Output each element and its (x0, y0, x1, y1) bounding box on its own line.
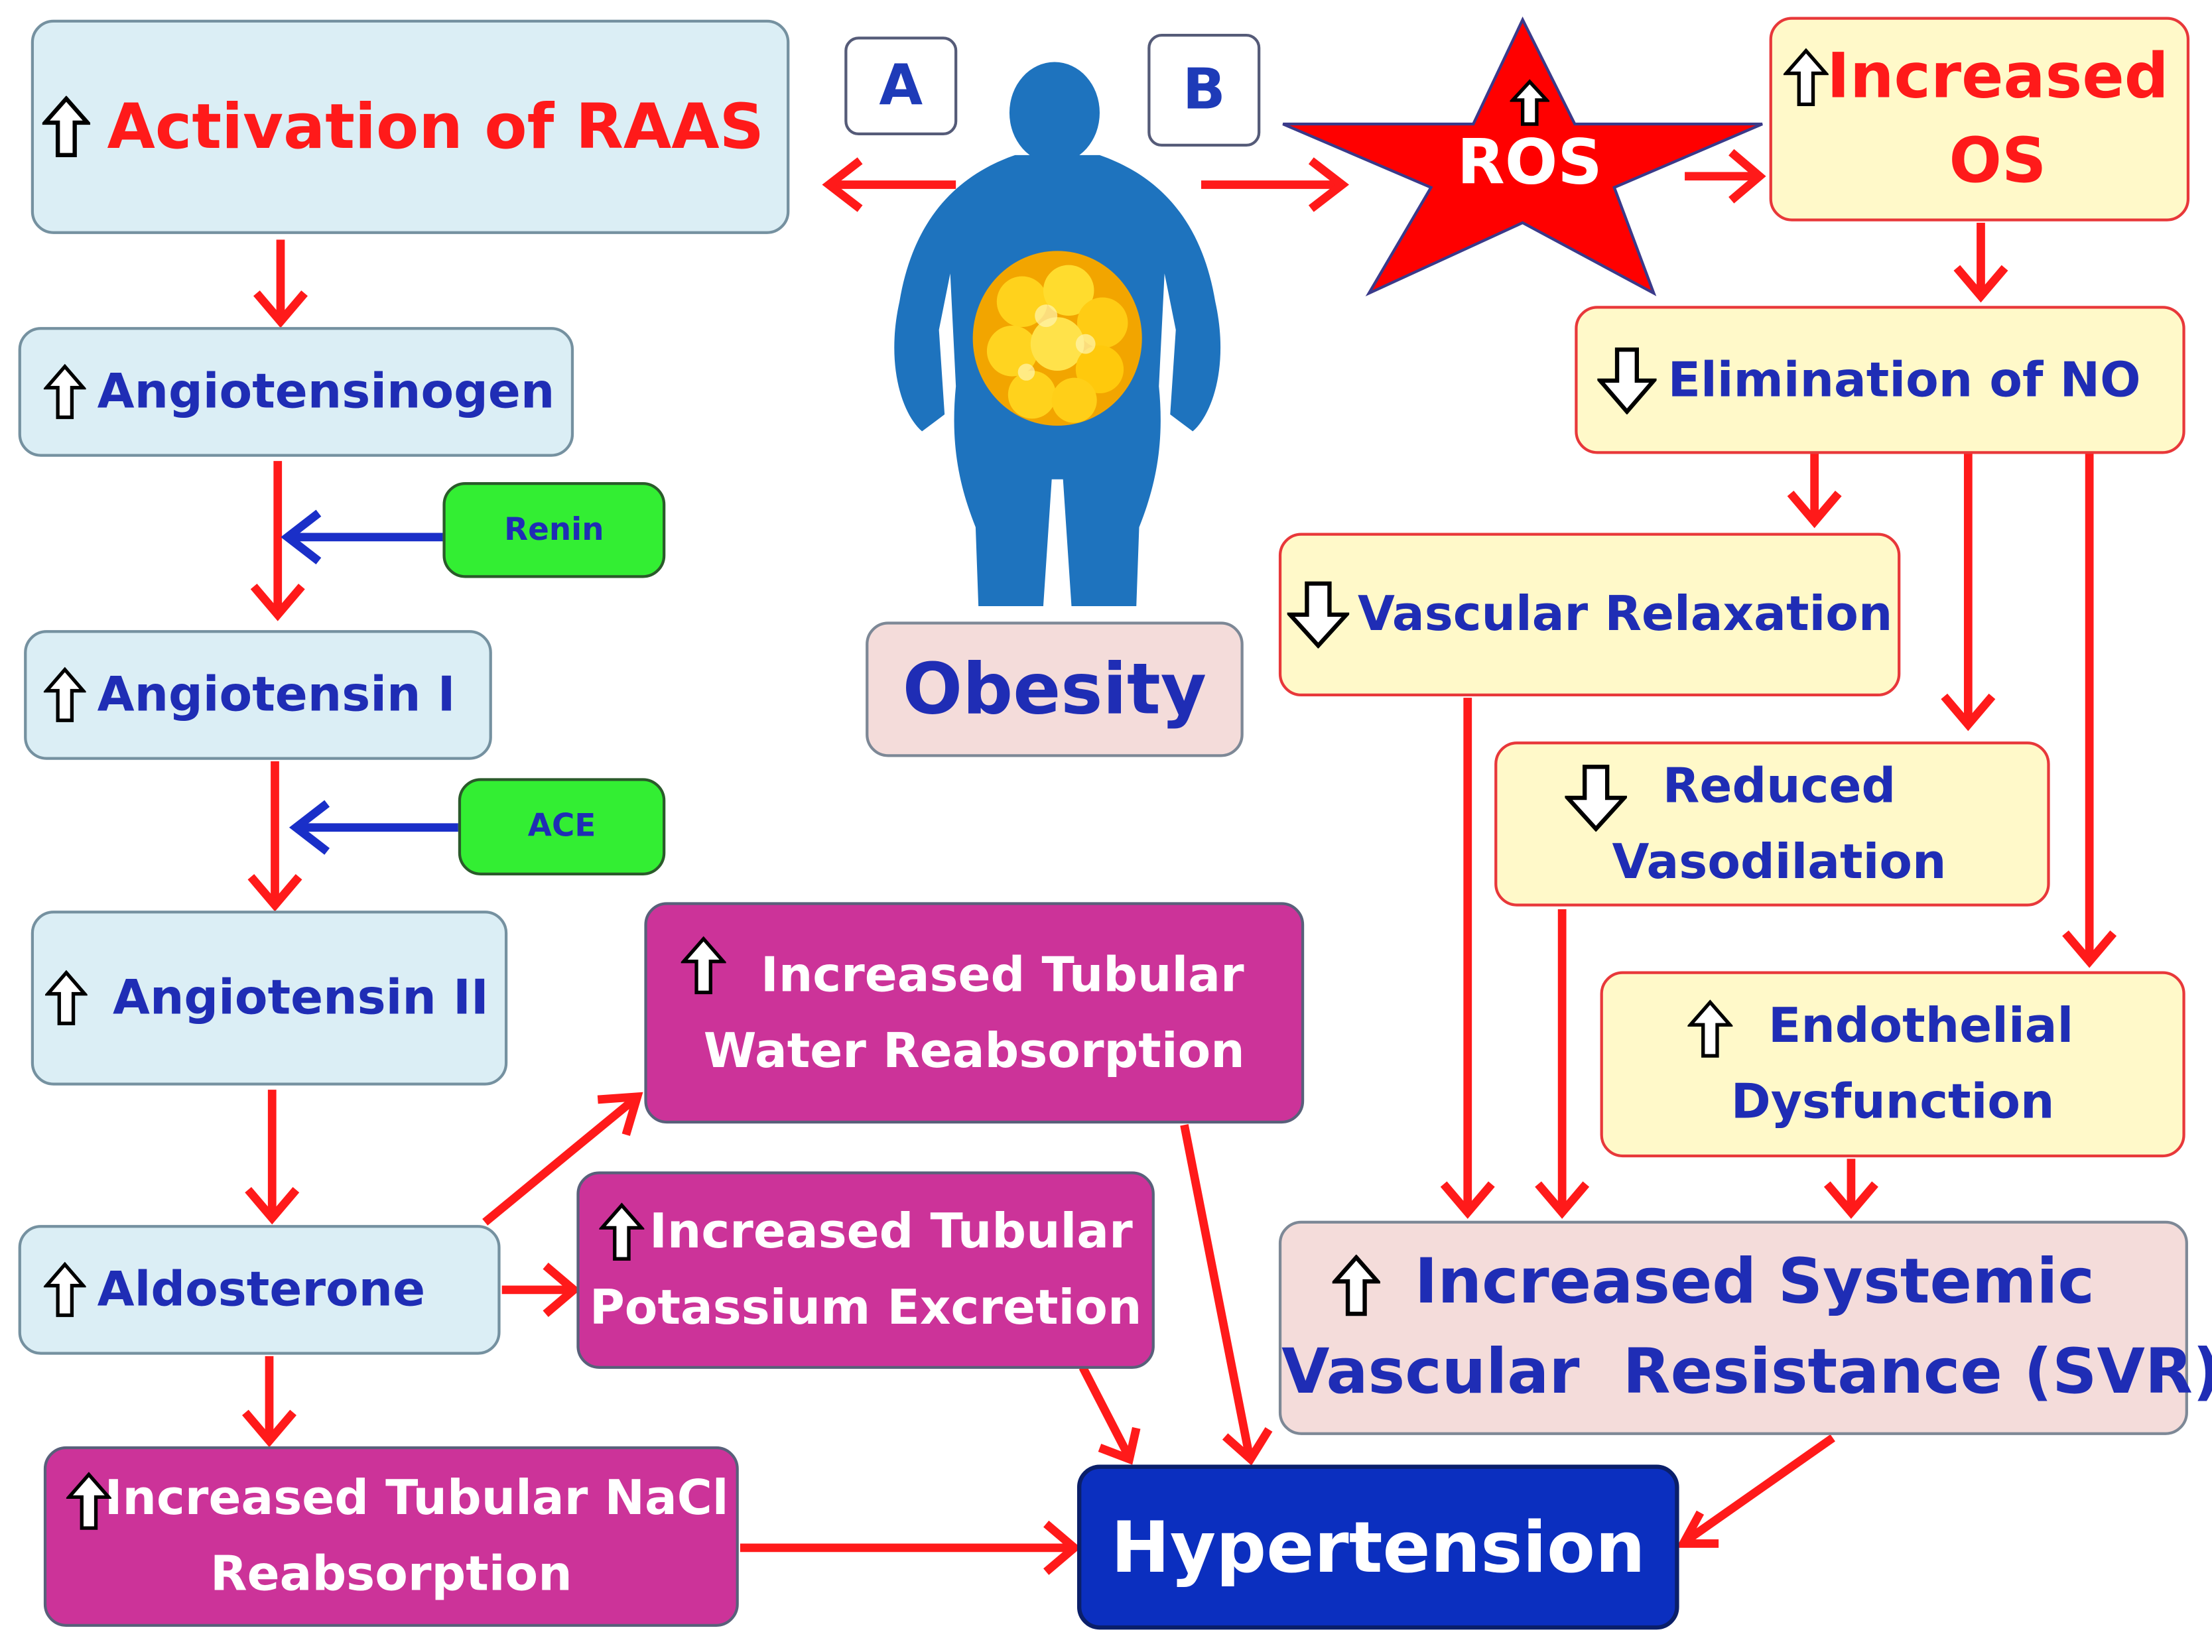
obese-person-icon (894, 62, 1221, 607)
ace-label: ACE (527, 809, 596, 845)
aldosterone-box: Aldosterone (18, 1225, 501, 1355)
nacl-reabsorption-box: Increased Tubular NaCl Reabsorption (43, 1446, 739, 1627)
to-hypertension-arrows (740, 1123, 1835, 1575)
up-arrow-icon (45, 970, 88, 1025)
vaso-line2: Vasodilation (1612, 834, 1947, 891)
up-arrow-icon (43, 363, 86, 419)
renin-label: Renin (504, 512, 604, 548)
down-arrow-icon (1565, 765, 1627, 832)
up-arrow-icon (42, 95, 91, 158)
os-line1: Increased (1827, 40, 2169, 112)
ros-label-wrap: ROS (1452, 54, 1607, 223)
os-line2: OS (1949, 125, 2047, 197)
vascular-relaxation-label: Vascular Relaxation (1357, 586, 1893, 643)
svr-line2: Vascular Resistance (SVR) (1281, 1336, 2212, 1409)
potassium-line1: Increased Tubular (649, 1204, 1133, 1261)
obesity-label: Obesity (902, 648, 1207, 731)
hypertension-box: Hypertension (1076, 1464, 1679, 1630)
nacl-line2: Reabsorption (210, 1546, 572, 1603)
down-arrow-icon (1597, 346, 1657, 414)
angiotensinogen-label: Angiotensinogen (97, 363, 555, 420)
potassium-line2: Potassium Excretion (589, 1280, 1142, 1337)
elimination-no-label: Elimination of NO (1667, 351, 2141, 409)
fat-cells-icon (972, 251, 1142, 426)
nacl-line1: Increased Tubular NaCl (104, 1470, 729, 1527)
ace-box: ACE (458, 778, 666, 875)
raas-chain-arrows (241, 239, 308, 1448)
endo-line2: Dysfunction (1730, 1074, 2055, 1131)
vascular-relaxation-box: Vascular Relaxation (1278, 533, 1901, 697)
up-arrow-icon (681, 936, 726, 995)
aldosterone-arrows (482, 1092, 643, 1317)
up-arrow-icon (1687, 999, 1733, 1058)
renin-box: Renin (442, 481, 666, 578)
obesity-box: Obesity (866, 621, 1244, 757)
reduced-vasodilation-box: Reduced Vasodilation (1494, 741, 2050, 907)
label-b-text: B (1182, 58, 1226, 123)
down-arrow-icon (1287, 581, 1350, 649)
star-icon (1282, 16, 1763, 296)
up-arrow-icon (599, 1202, 645, 1261)
endothelial-dysfunction-box: Endothelial Dysfunction (1600, 971, 2185, 1158)
ros-label: ROS (1457, 126, 1602, 198)
angiotensin-ii-label: Angiotensin II (113, 970, 489, 1027)
obesity-arrows (822, 149, 1766, 212)
label-b: B (1147, 34, 1261, 147)
svr-box: Increased Systemic Vascular Resistance (… (1278, 1220, 2212, 1435)
svr-line1: Increased Systemic (1414, 1246, 2095, 1318)
enzyme-arrows (281, 509, 458, 855)
potassium-excretion-box: Increased Tubular Potassium Excretion (576, 1171, 1155, 1369)
up-arrow-icon (1332, 1254, 1380, 1316)
angiotensin-i-label: Angiotensin I (97, 667, 456, 724)
up-arrow-icon (43, 1261, 86, 1317)
angiotensin-i-box: Angiotensin I (24, 630, 492, 760)
label-a-text: A (879, 53, 923, 119)
up-arrow-icon (43, 667, 86, 722)
up-arrow-icon (66, 1472, 111, 1530)
label-a: A (844, 36, 958, 136)
vaso-line1: Reduced (1662, 757, 1896, 814)
angiotensin-ii-box: Angiotensin II (31, 911, 508, 1086)
raas-box: Activation of RAAS (31, 19, 790, 234)
water-reabsorption-box: Increased Tubular Water Reabsorption (644, 902, 1305, 1124)
water-line1: Increased Tubular (760, 946, 1244, 1003)
aldosterone-label: Aldosterone (97, 1261, 426, 1318)
os-chain-arrows (1440, 222, 2117, 1219)
angiotensinogen-box: Angiotensinogen (18, 327, 574, 457)
increased-os-box: Increased OS (1769, 17, 2190, 222)
elimination-no-box: Elimination of NO (1575, 306, 2185, 454)
hypertension-label: Hypertension (1110, 1506, 1646, 1588)
water-line2: Water Reabsorption (703, 1023, 1245, 1080)
raas-label: Activation of RAAS (107, 91, 765, 163)
up-arrow-icon (1510, 78, 1550, 125)
up-arrow-icon (1783, 48, 1829, 106)
endo-line1: Endothelial (1768, 997, 2074, 1054)
